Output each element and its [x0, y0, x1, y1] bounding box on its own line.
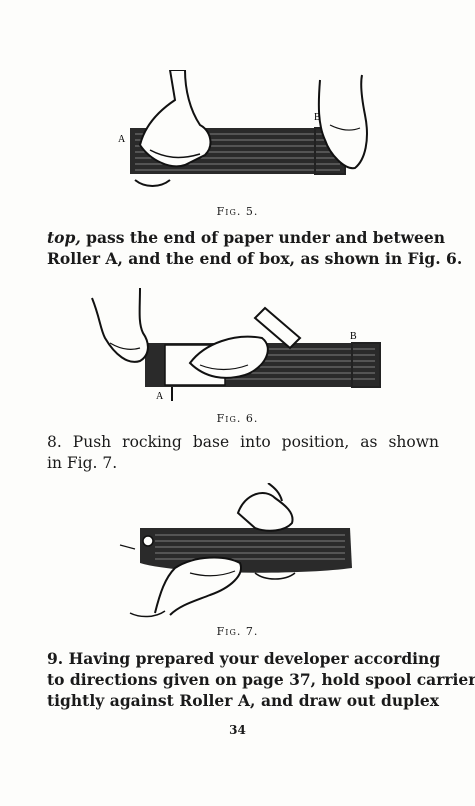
figure-label-b: B: [314, 112, 321, 123]
left-hand: [91, 287, 149, 363]
figure-6-caption: Fig. 6.: [216, 412, 259, 425]
right-hand: [317, 74, 368, 170]
page-number: 34: [229, 723, 246, 737]
text-line: tightly against Roller A, and draw out d…: [47, 691, 439, 710]
figure-label-a: A: [118, 134, 126, 145]
figure-label-b: B: [350, 331, 357, 342]
figure-7-caption: Fig. 7.: [216, 625, 259, 638]
top-hand: [236, 492, 294, 532]
left-hand: [138, 70, 212, 168]
paragraph-continuation: top, pass the end of paper under and bet…: [47, 227, 463, 269]
text-line: in Fig. 7.: [47, 454, 118, 472]
figure-7-illustration: [119, 483, 352, 618]
bottom-hand: [154, 556, 242, 616]
text-line: 9. Having prepared your developer accord…: [47, 649, 441, 668]
italic-word: top,: [47, 228, 81, 247]
text-line: 8. Push rocking base into position, as s…: [47, 433, 439, 451]
step-8-paragraph: 8. Push rocking base into position, as s…: [47, 432, 439, 474]
figure-6-illustration: B A: [91, 287, 381, 402]
step-9-paragraph: 9. Having prepared your developer accord…: [47, 648, 475, 711]
text-line: to directions given on page 37, hold spo…: [47, 670, 475, 689]
figure-5-illustration: A B: [118, 70, 368, 187]
figure-label-a: A: [156, 391, 164, 402]
text-line: Roller A, and the end of box, as shown i…: [47, 249, 463, 268]
figure-5-caption: Fig. 5.: [216, 205, 259, 218]
text-line: pass the end of paper under and between: [80, 228, 445, 247]
